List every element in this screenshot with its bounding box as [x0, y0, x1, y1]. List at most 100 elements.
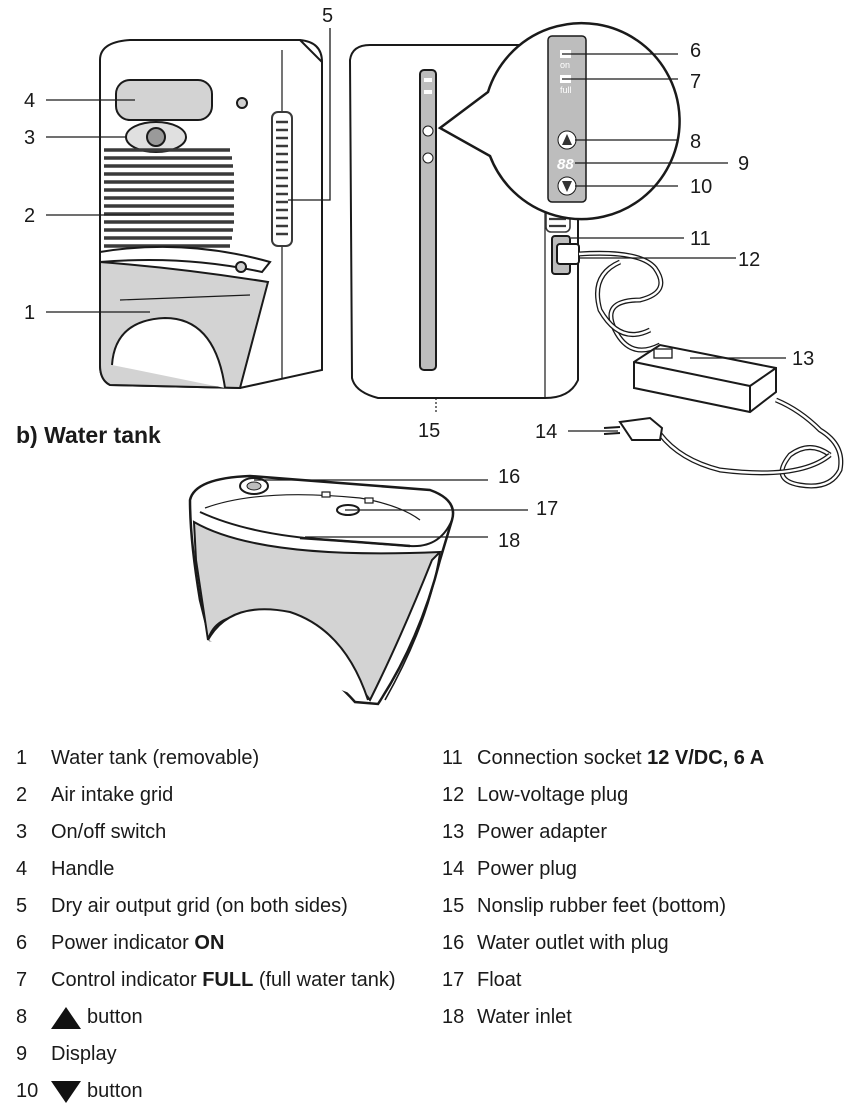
legend-label-bold: 12 V/DC, 6 A: [647, 747, 765, 769]
legend-number: 7: [16, 969, 28, 991]
legend-label-bold: FULL: [202, 969, 254, 991]
legend-label-text: Control indicator: [51, 969, 203, 991]
callout-3: 3: [24, 127, 35, 149]
leader-lines: [46, 28, 786, 538]
callout-2: 2: [24, 205, 35, 227]
up-triangle-icon: [51, 1006, 81, 1029]
legend-label: Nonslip rubber feet (bottom): [477, 895, 727, 917]
legend-label: Water tank (removable): [51, 747, 260, 769]
legend-left: 1 Water tank (removable) 2 Air intake gr…: [16, 740, 436, 1110]
legend-label: Control indicator FULL (full water tank): [51, 962, 396, 999]
callout-9: 9: [738, 153, 749, 175]
legend-label: Power indicator ON: [51, 925, 224, 962]
callout-6: 6: [690, 40, 701, 62]
legend-item-12: 12 Low-voltage plug: [442, 777, 842, 814]
water-outlet-plug: [239, 477, 269, 495]
water-tank: [188, 474, 455, 706]
callout-11: 11: [690, 228, 711, 250]
callout-16: 16: [498, 466, 520, 488]
legend-item-17: 17 Float: [442, 962, 842, 999]
legend-number: 18: [442, 1006, 465, 1028]
legend-item-11: 11 Connection socket 12 V/DC, 6 A: [442, 740, 842, 777]
legend-label: Water inlet: [477, 1006, 572, 1028]
section-title: b) Water tank: [16, 422, 161, 448]
callout-7: 7: [690, 71, 701, 93]
down-button: [557, 176, 577, 196]
legend-number: 16: [442, 932, 465, 954]
legend-number: 12: [442, 784, 465, 806]
legend-number: 11: [442, 747, 463, 769]
legend-label: On/off switch: [51, 821, 167, 843]
legend-number: 15: [442, 895, 465, 917]
control-strip-small: [419, 69, 437, 371]
legend-label: Air intake grid: [51, 784, 174, 806]
legend-label-text: Power indicator: [51, 932, 195, 954]
legend-number: 1: [16, 747, 28, 769]
legend-item-10: 10 button: [16, 1073, 436, 1110]
legend-item-7: 7 Control indicator FULL (full water tan…: [16, 962, 436, 999]
legend-item-15: 15 Nonslip rubber feet (bottom): [442, 888, 842, 925]
callout-1: 1: [24, 302, 35, 324]
legend-number: 9: [16, 1043, 28, 1065]
legend-label: Power adapter: [477, 821, 608, 843]
legend-number: 3: [16, 821, 28, 843]
legend-item-2: 2 Air intake grid: [16, 777, 436, 814]
legend-label-bold: ON: [194, 932, 225, 954]
legend-number: 14: [442, 858, 465, 880]
legend-item-8: 8 button: [16, 999, 436, 1036]
callout-13: 13: [792, 348, 814, 370]
dry-air-output-grid-front: [271, 111, 293, 247]
legend-label: Connection socket 12 V/DC, 6 A: [477, 740, 764, 777]
power-adapter-assembly: [578, 250, 844, 489]
callout-14: 14: [535, 421, 557, 443]
panel-on-label: on: [560, 60, 570, 70]
legend-label: button: [87, 1080, 143, 1102]
water-inlet: [299, 536, 411, 548]
callout-17: 17: [536, 498, 558, 520]
legend-number: 17: [442, 969, 465, 991]
legend-item-16: 16 Water outlet with plug: [442, 925, 842, 962]
legend-right: 11 Connection socket 12 V/DC, 6 A 12 Low…: [442, 740, 842, 1036]
connection-socket: [551, 235, 580, 275]
air-intake-grid: [104, 148, 234, 248]
legend-label: Handle: [51, 858, 115, 880]
legend-item-13: 13 Power adapter: [442, 814, 842, 851]
callout-12: 12: [738, 249, 760, 271]
legend-label: Dry air output grid (on both sides): [51, 895, 348, 917]
legend-label: button: [87, 1006, 143, 1028]
power-plug: [603, 416, 664, 441]
down-triangle-icon: [51, 1080, 81, 1103]
callout-5: 5: [322, 5, 333, 27]
callout-18: 18: [498, 530, 520, 552]
legend-label: Water outlet with plug: [477, 932, 669, 954]
callout-10: 10: [690, 176, 712, 198]
legend-item-3: 3 On/off switch: [16, 814, 436, 851]
legend-number: 10: [16, 1080, 39, 1102]
legend-label: Display: [51, 1043, 117, 1065]
callout-15: 15: [418, 420, 440, 442]
legend-item-1: 1 Water tank (removable): [16, 740, 436, 777]
water-tank-front: [99, 245, 272, 390]
callout-4: 4: [24, 90, 35, 112]
legend-number: 6: [16, 932, 28, 954]
legend-item-5: 5 Dry air output grid (on both sides): [16, 888, 436, 925]
legend-label-text: Connection socket: [477, 747, 648, 769]
legend-number: 4: [16, 858, 28, 880]
legend-item-14: 14 Power plug: [442, 851, 842, 888]
legend-number: 8: [16, 1006, 28, 1028]
legend-label: Low-voltage plug: [477, 784, 629, 806]
panel-display: 88: [557, 156, 574, 173]
dehumidifier-diagram: on full 88 1 2 3 4 5 6 7 8 9 10 11 12 13…: [24, 5, 844, 706]
callout-8: 8: [690, 131, 701, 153]
legend-label: Float: [477, 969, 522, 991]
legend-item-6: 6 Power indicator ON: [16, 925, 436, 962]
front-unit: [99, 39, 323, 390]
legend-item-4: 4 Handle: [16, 851, 436, 888]
legend-item-18: 18 Water inlet: [442, 999, 842, 1036]
legend-item-9: 9 Display: [16, 1036, 436, 1073]
legend-number: 5: [16, 895, 28, 917]
up-button: [557, 130, 577, 150]
on-off-switch: [125, 121, 187, 153]
legend-label: Power plug: [477, 858, 578, 880]
legend-label-suffix: (full water tank): [253, 969, 396, 991]
